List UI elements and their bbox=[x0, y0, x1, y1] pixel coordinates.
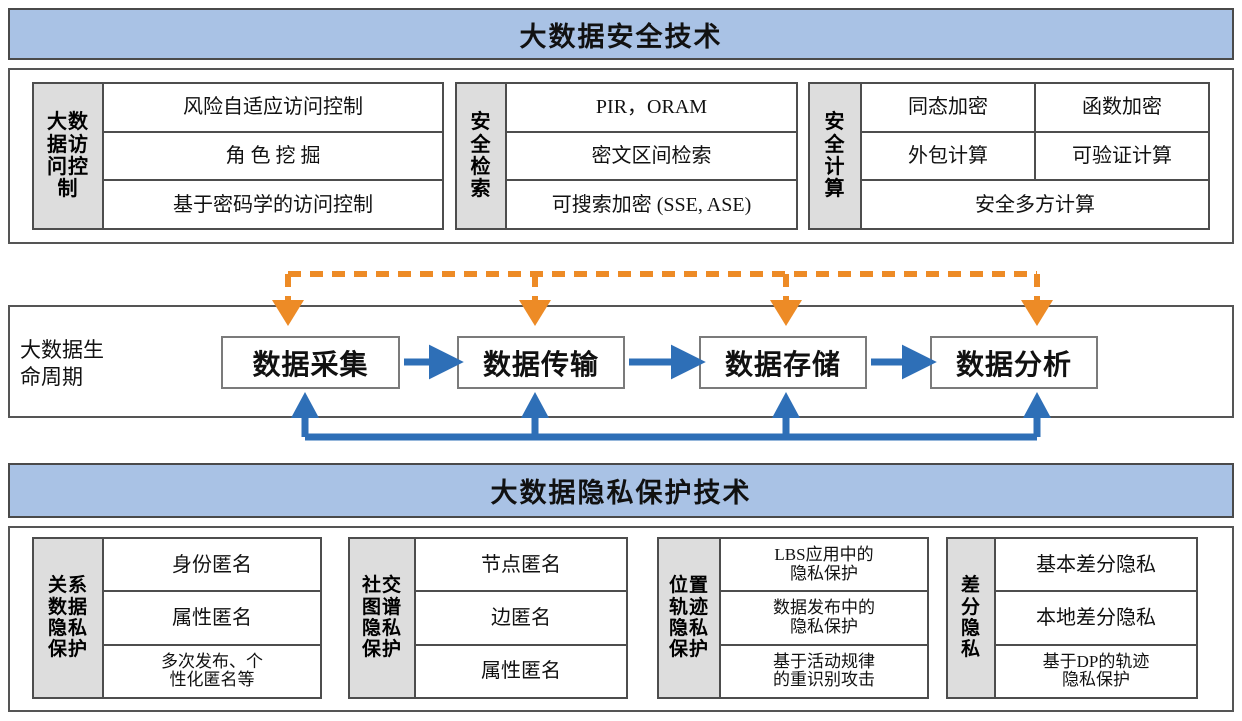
stage-box-analysis[interactable]: 数据分析 bbox=[930, 336, 1098, 389]
item-row: 基于密码学的访问控制 bbox=[104, 181, 442, 229]
group-location-trajectory-privacy: 位置 轨迹 隐私 保护 LBS应用中的 隐私保护 数据发布中的 隐私保护 基于活… bbox=[657, 537, 929, 699]
item-cell[interactable]: 外包计算 bbox=[862, 132, 1036, 180]
item-cell[interactable]: 密文区间检索 bbox=[507, 132, 796, 180]
stage-box-storage[interactable]: 数据存储 bbox=[699, 336, 867, 389]
item-row: 同态加密 函数加密 bbox=[862, 84, 1208, 133]
group-secure-search: 安 全 检 索 PIR，ORAM 密文区间检索 可搜索加密 (SSE, ASE) bbox=[455, 82, 798, 230]
group-items-relational-privacy: 身份匿名 属性匿名 多次发布、个 性化匿名等 bbox=[104, 537, 322, 699]
group-differential-privacy: 差 分 隐 私 基本差分隐私 本地差分隐私 基于DP的轨迹 隐私保护 bbox=[946, 537, 1198, 699]
top-banner-title: 大数据安全技术 bbox=[519, 21, 723, 53]
item-row: 风险自适应访问控制 bbox=[104, 84, 442, 133]
item-row: 基于活动规律 的重识别攻击 bbox=[721, 645, 927, 697]
item-cell[interactable]: 基于DP的轨迹 隐私保护 bbox=[996, 645, 1196, 697]
item-row: 密文区间检索 bbox=[507, 132, 796, 182]
item-cell[interactable]: 多次发布、个 性化匿名等 bbox=[104, 645, 320, 697]
stage-label: 数据采集 bbox=[252, 349, 369, 381]
group-items-secure-computation: 同态加密 函数加密 外包计算 可验证计算 安全多方计算 bbox=[862, 82, 1210, 230]
item-cell[interactable]: 本地差分隐私 bbox=[996, 592, 1196, 644]
item-cell[interactable]: 同态加密 bbox=[862, 84, 1036, 131]
group-items-secure-search: PIR，ORAM 密文区间检索 可搜索加密 (SSE, ASE) bbox=[507, 82, 798, 230]
item-row: 多次发布、个 性化匿名等 bbox=[104, 645, 320, 697]
item-row: 可搜索加密 (SSE, ASE) bbox=[507, 181, 796, 229]
item-cell[interactable]: 函数加密 bbox=[1036, 84, 1208, 131]
item-row: 属性匿名 bbox=[104, 592, 320, 646]
item-cell[interactable]: 基于活动规律 的重识别攻击 bbox=[721, 645, 927, 697]
item-row: PIR，ORAM bbox=[507, 84, 796, 133]
item-row: 属性匿名 bbox=[416, 645, 626, 697]
group-label-secure-search: 安 全 检 索 bbox=[455, 82, 507, 230]
item-cell[interactable]: 节点匿名 bbox=[416, 539, 626, 591]
item-cell[interactable]: 身份匿名 bbox=[104, 539, 320, 591]
stage-box-transmit[interactable]: 数据传输 bbox=[457, 336, 625, 389]
item-cell[interactable]: 角 色 挖 掘 bbox=[104, 132, 442, 180]
group-social-graph-privacy: 社交 图谱 隐私 保护 节点匿名 边匿名 属性匿名 bbox=[348, 537, 628, 699]
item-cell[interactable]: 数据发布中的 隐私保护 bbox=[721, 592, 927, 644]
item-cell[interactable]: LBS应用中的 隐私保护 bbox=[721, 539, 927, 591]
item-row: LBS应用中的 隐私保护 bbox=[721, 539, 927, 593]
stage-box-collect[interactable]: 数据采集 bbox=[221, 336, 400, 389]
group-items-social-graph-privacy: 节点匿名 边匿名 属性匿名 bbox=[416, 537, 628, 699]
group-relational-privacy: 关系 数据 隐私 保护 身份匿名 属性匿名 多次发布、个 性化匿名等 bbox=[32, 537, 322, 699]
item-row: 节点匿名 bbox=[416, 539, 626, 593]
item-row: 角 色 挖 掘 bbox=[104, 132, 442, 182]
item-row: 安全多方计算 bbox=[862, 181, 1208, 229]
item-cell[interactable]: 可搜索加密 (SSE, ASE) bbox=[507, 181, 796, 229]
group-label-secure-computation: 安 全 计 算 bbox=[808, 82, 862, 230]
item-row: 数据发布中的 隐私保护 bbox=[721, 592, 927, 646]
item-cell[interactable]: 边匿名 bbox=[416, 592, 626, 644]
stage-label: 数据传输 bbox=[482, 349, 599, 381]
group-items-location-trajectory-privacy: LBS应用中的 隐私保护 数据发布中的 隐私保护 基于活动规律 的重识别攻击 bbox=[721, 537, 929, 699]
item-row: 身份匿名 bbox=[104, 539, 320, 593]
group-secure-computation: 安 全 计 算 同态加密 函数加密 外包计算 可验证计算 安全多方计算 bbox=[808, 82, 1210, 230]
item-cell[interactable]: PIR，ORAM bbox=[507, 84, 796, 131]
item-cell[interactable]: 属性匿名 bbox=[416, 645, 626, 697]
top-banner: 大数据安全技术 bbox=[8, 8, 1234, 60]
item-cell[interactable]: 基本差分隐私 bbox=[996, 539, 1196, 591]
item-row: 边匿名 bbox=[416, 592, 626, 646]
group-label-access-control: 大数 据访 问控 制 bbox=[32, 82, 104, 230]
item-cell[interactable]: 可验证计算 bbox=[1036, 132, 1208, 180]
item-cell[interactable]: 基于密码学的访问控制 bbox=[104, 181, 442, 229]
group-label-social-graph-privacy: 社交 图谱 隐私 保护 bbox=[348, 537, 416, 699]
item-row: 基本差分隐私 bbox=[996, 539, 1196, 593]
bottom-banner-title: 大数据隐私保护技术 bbox=[490, 478, 752, 509]
bottom-banner: 大数据隐私保护技术 bbox=[8, 463, 1234, 518]
item-row: 本地差分隐私 bbox=[996, 592, 1196, 646]
lifecycle-label: 大数据生 命周期 bbox=[20, 338, 104, 390]
stage-label: 数据分析 bbox=[955, 349, 1072, 381]
item-cell[interactable]: 属性匿名 bbox=[104, 592, 320, 644]
item-row: 外包计算 可验证计算 bbox=[862, 132, 1208, 182]
group-label-differential-privacy: 差 分 隐 私 bbox=[946, 537, 996, 699]
item-cell[interactable]: 风险自适应访问控制 bbox=[104, 84, 442, 131]
group-label-location-trajectory-privacy: 位置 轨迹 隐私 保护 bbox=[657, 537, 721, 699]
item-row: 基于DP的轨迹 隐私保护 bbox=[996, 645, 1196, 697]
item-cell[interactable]: 安全多方计算 bbox=[862, 181, 1208, 229]
stage-label: 数据存储 bbox=[724, 349, 841, 381]
group-items-access-control: 风险自适应访问控制 角 色 挖 掘 基于密码学的访问控制 bbox=[104, 82, 444, 230]
group-access-control: 大数 据访 问控 制 风险自适应访问控制 角 色 挖 掘 基于密码学的访问控制 bbox=[32, 82, 444, 230]
group-label-relational-privacy: 关系 数据 隐私 保护 bbox=[32, 537, 104, 699]
group-items-differential-privacy: 基本差分隐私 本地差分隐私 基于DP的轨迹 隐私保护 bbox=[996, 537, 1198, 699]
